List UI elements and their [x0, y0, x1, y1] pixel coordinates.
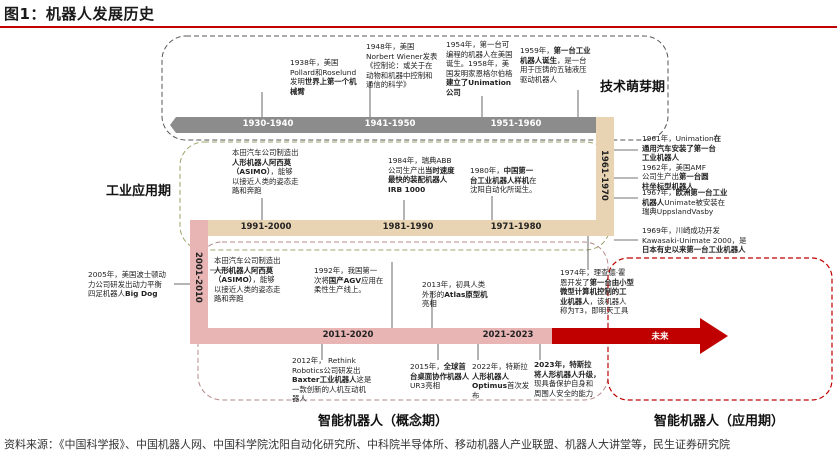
event-1948: 1948年，美国 Norbert Wiener发表 《控制论：或关于在 动物和机…: [366, 42, 438, 90]
period-smart-application: 智能机器人（应用期）: [654, 414, 785, 429]
event-1969: 1969年，川崎成功开发 Kawasaki-Unimate 2000，是 日本有…: [642, 226, 747, 255]
tech-sprout-frame: [161, 35, 669, 141]
event-2015: 2015年，全球首 台桌面协作机器人 UR3亮相: [410, 362, 470, 391]
event-1938: 1938年，美国 Pollard和Roselund 发明世界上第一个机 械臂: [290, 58, 357, 96]
title-divider: [0, 26, 837, 28]
figure-title: 图1：机器人发展历史: [4, 5, 155, 23]
segment-1941: 1941-1950: [364, 119, 416, 129]
event-2023: 2023年，特斯拉 将人形机器人升级， 现具备保护自身和 周围人安全的能力: [534, 360, 601, 398]
event-2013: 2013年，初具人类 外形的Atlas原型机 亮相: [422, 280, 488, 309]
segment-1981: 1981-1990: [382, 222, 434, 232]
period-tech-sprout: 技术萌芽期: [600, 80, 666, 95]
event-2012: 2012年， Rethink Robotics公司研发出 Baxter工业机器人…: [292, 356, 372, 404]
segment-1951: 1951-1960: [490, 119, 542, 129]
segment-future: 未来: [651, 332, 669, 342]
future-arrow: [552, 318, 728, 354]
event-2005: 2005年，美国波士顿动 力公司研发出动力平衡 四足机器人Big Dog: [88, 270, 166, 299]
event-1992: 1992年，我国第一 次将国产AGV应用在 柔性生产线上。: [314, 266, 384, 295]
event-2000-top: 本田汽车公司制造出 人形机器人阿西莫 （ASIMO），能够 以接近人类的姿态走 …: [232, 148, 299, 196]
event-1961: 1961年，Unimation在 通用汽车安装了第一台 工业机器人 1962年，…: [642, 134, 722, 191]
source-note: 资料来源：《中国科学报》、中国机器人网、中国科学院沈阳自动化研究所、中科院半导体…: [4, 438, 730, 451]
event-1967: 1967年，欧洲第一台工业 机器人Unimate被安装在 瑞典UppslandV…: [642, 188, 728, 217]
period-smart-concept: 智能机器人（概念期）: [318, 414, 449, 429]
application-frame: [607, 257, 833, 401]
event-1974: 1974年，理查德·霍 恩开发了第一台由小型 微型计算机控制的工 业机器人，该机…: [560, 268, 634, 316]
segment-2001: 2001-2010: [193, 252, 203, 303]
pink-vertical: [190, 220, 208, 342]
segment-1930: 1930-1940: [242, 119, 294, 129]
event-2000-bottom: 本田汽车公司制造出 人形机器人阿西莫 （ASIMO），能够 以接近人类的姿态走 …: [214, 256, 281, 304]
gray-band: [170, 117, 596, 133]
event-1959: 1959年，第一台工业 机器人诞生，是一台 用于压铸的五轴液压 驱动机器人: [520, 46, 591, 84]
tan-vertical: [596, 117, 614, 234]
period-industrial: 工业应用期: [106, 184, 172, 199]
segment-1991: 1991-2000: [240, 222, 292, 232]
connector-lines: [174, 82, 638, 360]
tan-band: [190, 220, 614, 236]
event-1980: 1980年，中国第一 台工业机器人样机在 沈阳自动化所诞生。: [470, 166, 537, 195]
segment-2011: 2011-2020: [322, 330, 374, 340]
segment-2021: 2021-2023: [482, 330, 534, 340]
segment-1971: 1971-1980: [490, 222, 542, 232]
event-1954: 1954年，第一台可 编程的机器人在美国 诞生。1958年，美 国发明家恩格尔伯…: [446, 40, 513, 97]
event-2022: 2022年，特斯拉 人形机器人 Optimus首次发 布: [472, 362, 530, 400]
segment-1961: 1961-1970: [599, 150, 609, 201]
pink-band: [190, 328, 552, 344]
event-1984: 1984年，瑞典ABB 公司生产出当时速度 最快的装配机器人 IRB 1000: [388, 156, 455, 194]
